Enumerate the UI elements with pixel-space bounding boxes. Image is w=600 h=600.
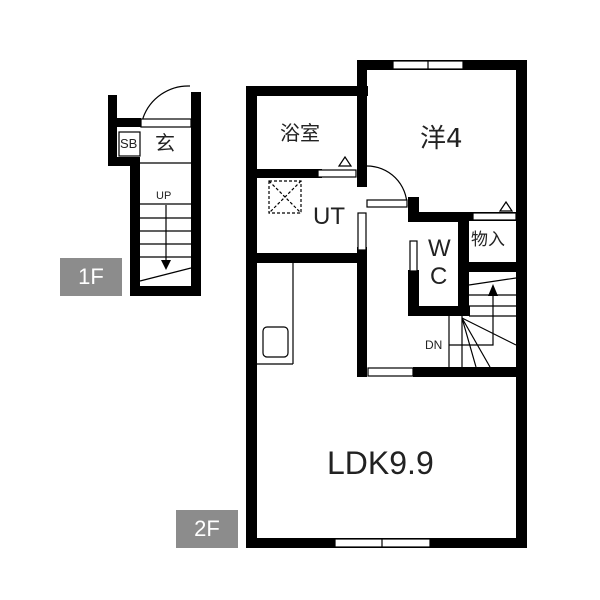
floor-badge-1f: 1F: [60, 258, 122, 296]
floor-1f-walls: [108, 92, 201, 296]
toilet-label-c: C: [430, 263, 448, 290]
entrance-label: 玄: [155, 131, 175, 155]
bathroom-label: 浴室: [280, 121, 320, 145]
storage-label: 物入: [471, 230, 505, 250]
ldk-label: LDK9.9: [327, 445, 434, 481]
western-room-label: 洋4: [420, 124, 463, 154]
shoe-box-label: SB: [120, 136, 138, 151]
floor-1f-details: [118, 85, 192, 282]
floor-badge-2f: 2F: [176, 510, 238, 548]
stairs-down-label: DN: [425, 338, 443, 352]
stairs-up-label: UP: [156, 190, 172, 202]
utility-label: UT: [313, 203, 345, 230]
toilet-label-w: W: [428, 235, 451, 262]
floor-2f-details: [257, 60, 517, 548]
